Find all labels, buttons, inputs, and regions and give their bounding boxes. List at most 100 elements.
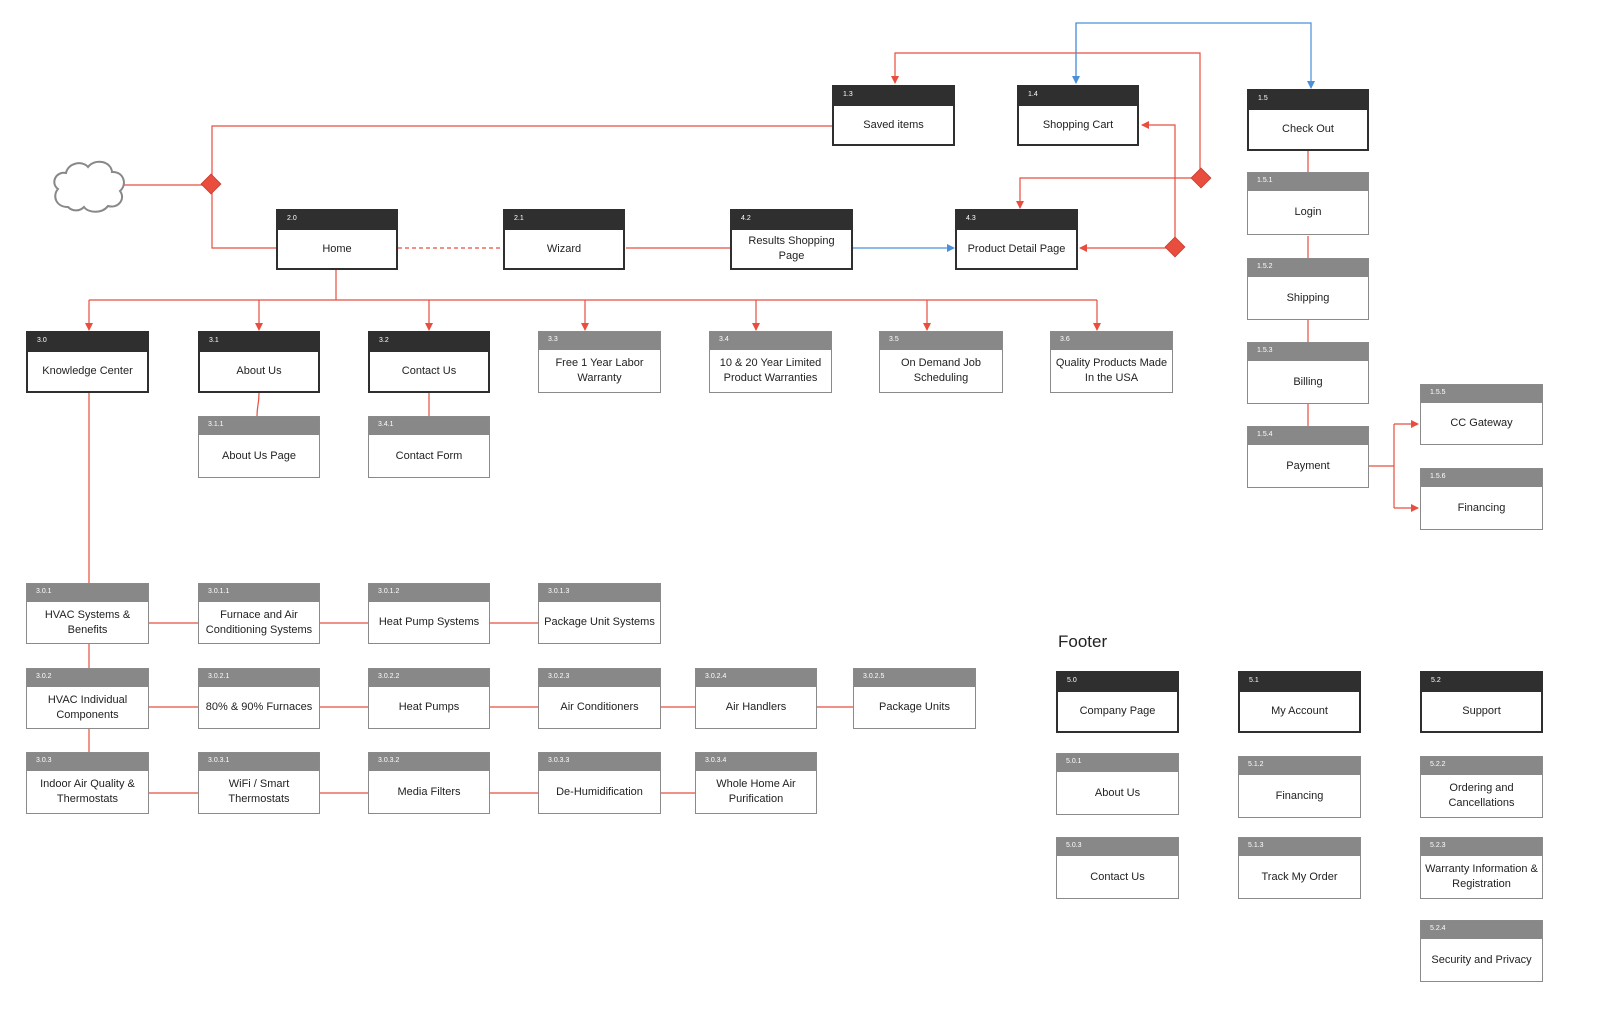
- link-top-junction-pdp: [1016, 177, 1200, 209]
- node-number: 5.2: [1422, 673, 1541, 692]
- node-label: Whole Home Air Purification: [716, 778, 796, 805]
- node-label: On Demand Job Scheduling: [900, 357, 982, 384]
- node-label: Support: [1462, 705, 1501, 717]
- node-label: About Us: [1094, 786, 1141, 799]
- node-number: 5.1.3: [1239, 838, 1360, 856]
- node-label: Results Shopping Page: [748, 235, 835, 262]
- node-number: 5.2.2: [1421, 757, 1542, 775]
- node-number: 1.5.3: [1248, 343, 1368, 361]
- node-number: 3.0.2.5: [854, 669, 975, 687]
- node-label: Product Detail Page: [967, 242, 1066, 255]
- node-number: 3.0.3.3: [539, 753, 660, 771]
- node-label: Contact Form: [395, 449, 463, 462]
- link-top-junction-saved: [891, 52, 1201, 178]
- node-label: CC Gateway: [1450, 417, 1513, 429]
- node-label: Contact Us: [1090, 870, 1145, 883]
- node-label: Home: [322, 242, 352, 255]
- node-number: 3.2: [370, 333, 488, 352]
- node-label: HVAC Individual Components: [47, 693, 128, 721]
- node-label: Media Filters: [397, 785, 461, 798]
- node-label: Shipping: [1286, 291, 1330, 304]
- link-junction-saved: [211, 125, 832, 185]
- link-junction-home: [211, 185, 276, 249]
- link-home-bus: [89, 270, 1097, 301]
- node-number: 3.0.2.1: [199, 669, 319, 687]
- node-label: Air Conditioners: [560, 701, 639, 713]
- node-number: 3.0.3.4: [696, 753, 816, 771]
- node-number: 5.1.2: [1239, 757, 1360, 775]
- node-number: 3.0.1.3: [539, 584, 660, 602]
- node-number: 3.0.1.1: [199, 584, 319, 602]
- node-label: Air Handlers: [725, 701, 787, 713]
- node-number: 1.4: [1019, 87, 1137, 106]
- node-label: Contact Us: [401, 365, 457, 377]
- node-number: 3.0.3.2: [369, 753, 489, 771]
- diamond-icon: [1190, 167, 1212, 189]
- node-label: Quality Products Made In the USA: [1055, 357, 1168, 384]
- diamond-icon: [1164, 236, 1186, 258]
- node-label: Billing: [1293, 375, 1323, 388]
- node-number: 3.0: [28, 333, 147, 352]
- node-label: My Account: [1271, 705, 1328, 717]
- node-label: About Us: [236, 365, 282, 377]
- footer-title: Footer: [1058, 632, 1108, 651]
- node-number: 5.2.3: [1421, 838, 1542, 856]
- node-label: Knowledge Center: [42, 365, 133, 377]
- node-label: Financing: [1275, 789, 1324, 802]
- node-number: 3.0.2.3: [539, 669, 660, 687]
- node-number: 3.1: [200, 333, 318, 352]
- node-label: Financing: [1457, 501, 1506, 514]
- cloud-icon: [53, 160, 125, 213]
- link-payment-options: [1369, 424, 1395, 508]
- diamond-icon: [200, 173, 222, 195]
